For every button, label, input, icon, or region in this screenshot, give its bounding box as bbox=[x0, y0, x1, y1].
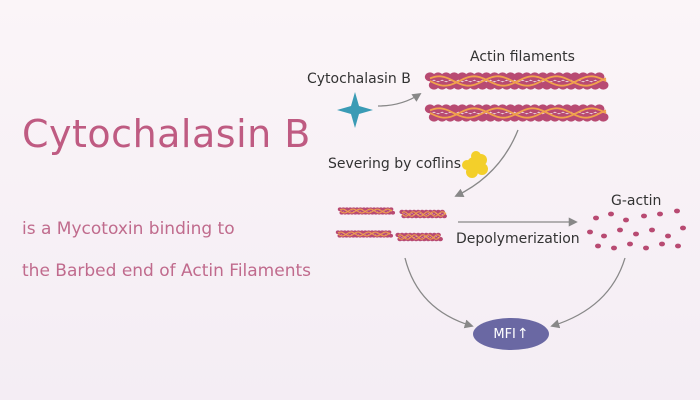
g-actin-monomer bbox=[608, 211, 614, 217]
fragment-3 bbox=[335, 230, 394, 238]
arrow-gactin-to-mfi bbox=[550, 257, 626, 329]
g-actin-monomer bbox=[623, 217, 629, 223]
g-actin-monomer bbox=[601, 233, 607, 239]
g-actin-monomer bbox=[680, 225, 686, 231]
g-actin-monomer bbox=[675, 243, 681, 249]
fragment-4 bbox=[395, 232, 443, 242]
g-actin-monomer bbox=[659, 241, 665, 247]
actin-filaments-group bbox=[424, 72, 609, 122]
cofilin-icon bbox=[462, 151, 488, 178]
actin-filaments-label: Actin filaments bbox=[470, 49, 575, 65]
arrow-up-icon: ↑ bbox=[516, 326, 529, 342]
g-actin-monomer bbox=[595, 243, 601, 249]
g-actin-monomer bbox=[587, 229, 593, 235]
g-actin-monomer bbox=[643, 245, 649, 251]
depolymerization-label: Depolymerization bbox=[456, 231, 580, 247]
g-actin-monomer bbox=[627, 241, 633, 247]
g-actin-monomer bbox=[617, 227, 623, 233]
cytochalasin-star-icon bbox=[337, 92, 373, 128]
g-actin-monomer bbox=[641, 213, 647, 219]
arrow-fragments-to-mfi bbox=[404, 257, 474, 329]
g-actin-monomer bbox=[657, 211, 663, 217]
g-actin-monomer bbox=[611, 245, 617, 251]
actin-filament-bottom bbox=[424, 104, 609, 122]
g-actin-label: G-actin bbox=[611, 193, 662, 209]
g-actin-monomer bbox=[649, 227, 655, 233]
page-title: Cytochalasin B bbox=[22, 112, 311, 156]
severing-label: Severing by coflins bbox=[328, 156, 462, 172]
severed-fragments-group bbox=[335, 207, 447, 242]
g-actin-monomer bbox=[665, 233, 671, 239]
fragment-1 bbox=[337, 207, 396, 215]
g-actin-monomer bbox=[633, 231, 639, 237]
arrow-cytochalasin-to-filament bbox=[377, 92, 422, 107]
g-actin-monomer bbox=[593, 215, 599, 221]
arrow-filament-to-fragments bbox=[454, 129, 519, 197]
actin-filament-top bbox=[424, 72, 609, 90]
mfi-badge: MFI ↑ bbox=[473, 318, 549, 350]
subtitle-line-2: the Barbed end of Actin Filaments bbox=[22, 261, 311, 281]
g-actin-monomer bbox=[674, 208, 680, 214]
subtitle-line-1: is a Mycotoxin binding to bbox=[22, 219, 235, 239]
g-actin-monomers bbox=[587, 208, 686, 251]
cytochalasin-b-label: Cytochalasin B bbox=[307, 71, 411, 87]
mfi-label: MFI bbox=[493, 326, 516, 342]
fragment-2 bbox=[399, 209, 447, 219]
